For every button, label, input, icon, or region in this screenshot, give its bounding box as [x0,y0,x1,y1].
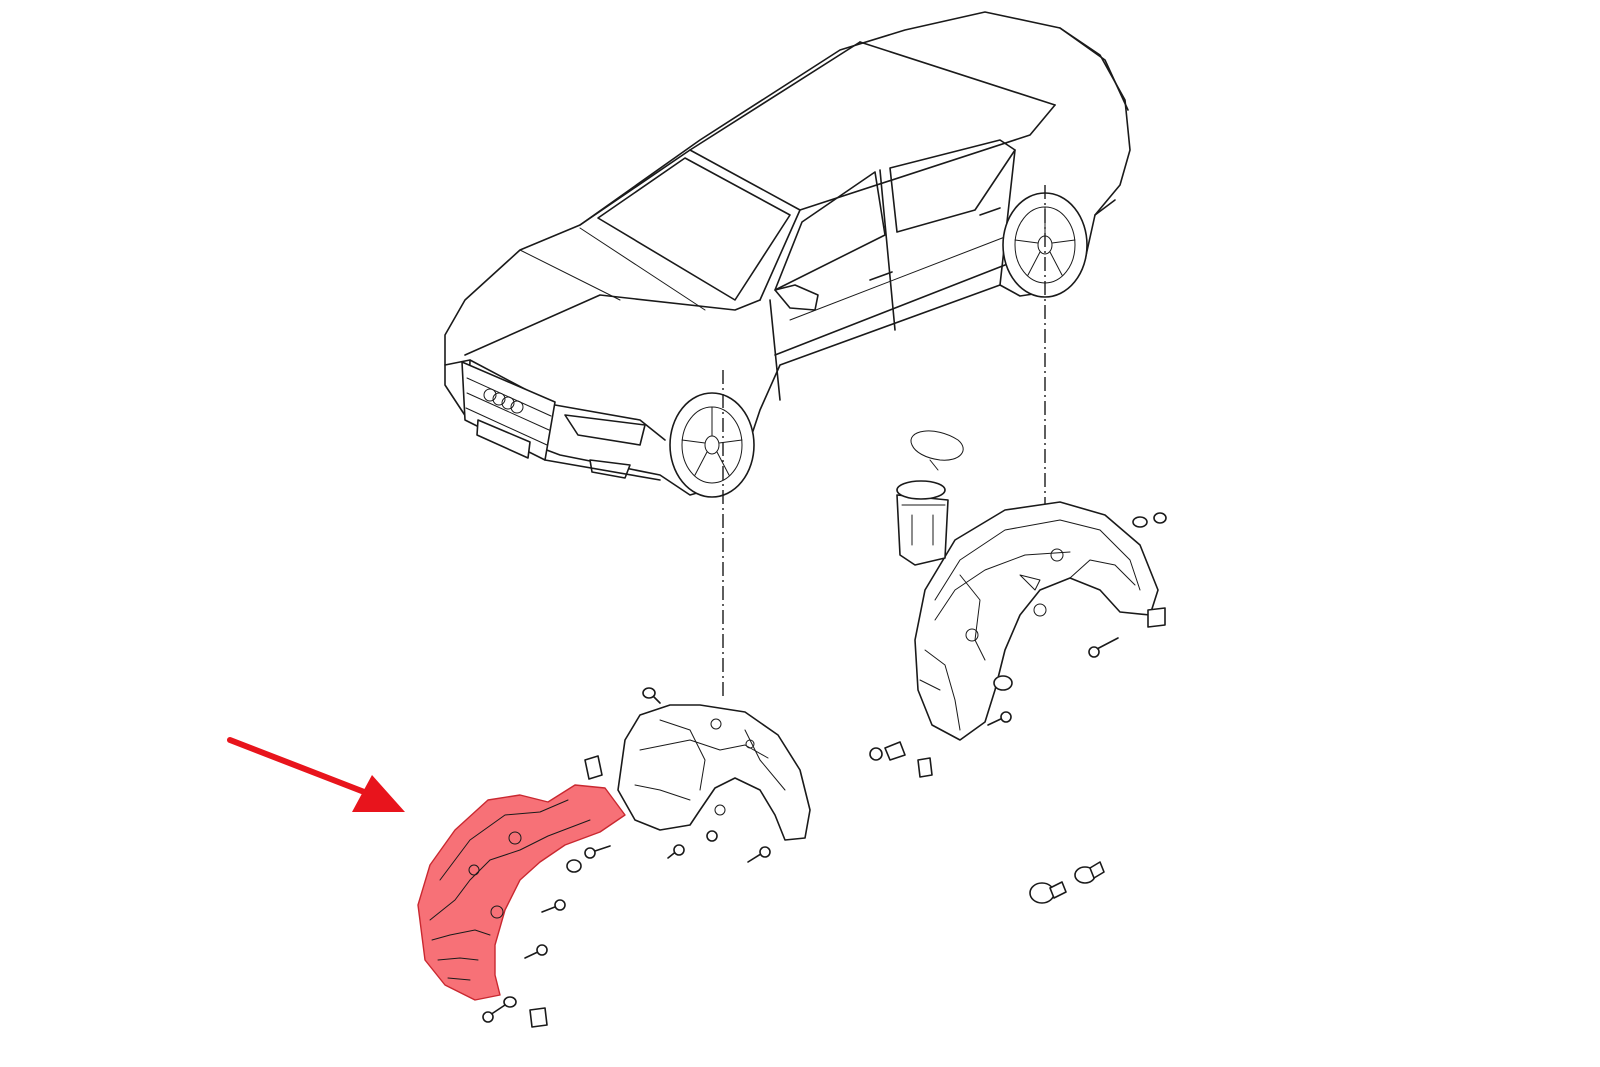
leader-lines [722,185,1046,700]
front-wheel-housing-liner-rear-section [584,687,811,863]
rear-wheel-housing-liner [869,501,1167,778]
rear-liner-fasteners [869,512,1167,778]
front-wheel [669,392,755,498]
front-liner-fasteners [584,687,771,863]
expansion-nuts [1029,861,1105,904]
pointer-arrow-icon [227,737,405,812]
car-illustration [444,11,1131,498]
highlighted-liner-fasteners [482,845,611,1028]
fuel-filler-housing [896,430,964,566]
front-wheel-housing-liner-highlighted [417,784,626,1028]
